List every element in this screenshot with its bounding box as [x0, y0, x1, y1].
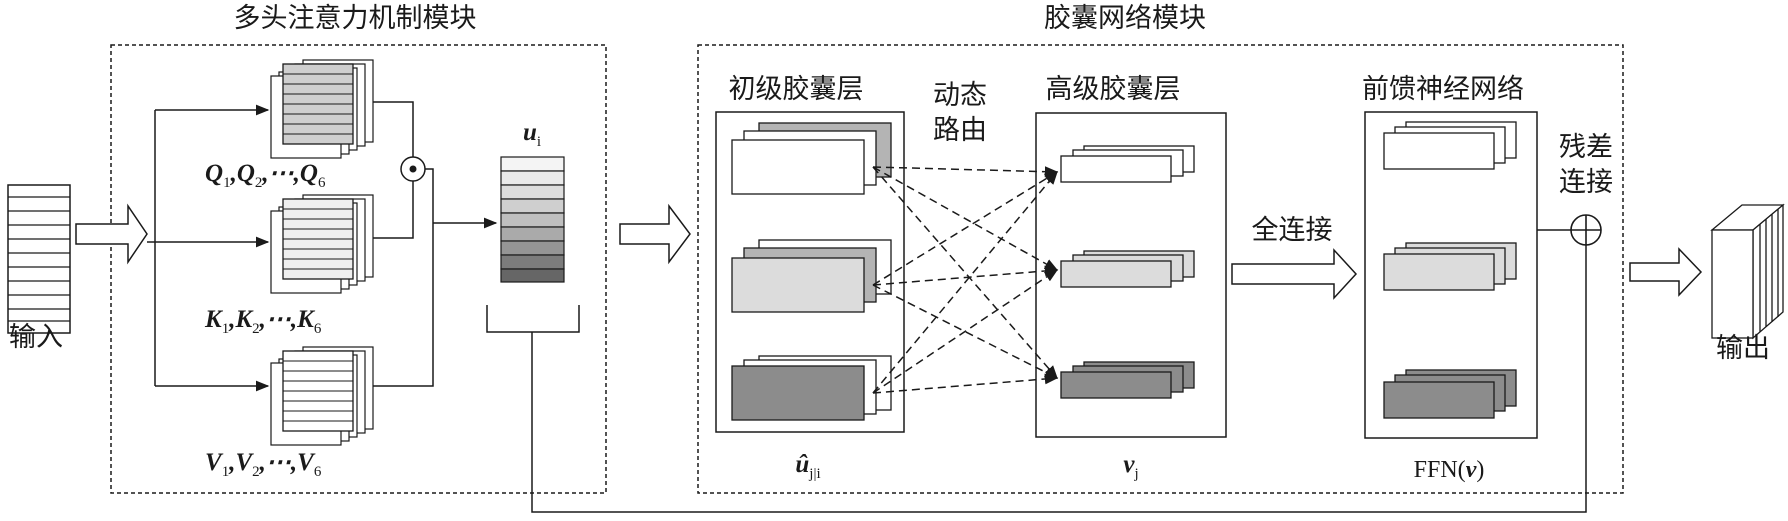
primary-capsule-title: 初级胶囊层 — [729, 74, 864, 105]
residual-bracket — [486, 305, 580, 333]
ffn-title: 前馈神经网络 — [1362, 74, 1524, 105]
odot-icon — [400, 156, 426, 182]
ffn-block-1 — [1383, 121, 1517, 170]
oplus-icon — [1570, 214, 1602, 246]
output-block-arrow-icon — [1629, 247, 1703, 297]
qkv-branch-lines — [147, 104, 270, 392]
residual-label-line1: 残差 — [1559, 132, 1613, 163]
dynamic-routing-label-line2: 路由 — [933, 115, 987, 146]
input-stack — [7, 184, 71, 334]
k-label: K1,K2,⋯,K6 — [204, 306, 322, 337]
attention-module-title: 多头注意力机制模块 — [234, 3, 477, 34]
residual-label-line2: 连接 — [1559, 167, 1613, 198]
v-j-label: vj — [1123, 451, 1138, 482]
input-label: 输入 — [9, 322, 63, 353]
module-block-arrow-icon — [619, 203, 691, 265]
output-stack — [1710, 203, 1785, 340]
output-label: 输出 — [1716, 333, 1770, 364]
attention-module-frame — [110, 44, 607, 494]
q-stack — [270, 59, 374, 159]
high-capsule-1 — [1060, 145, 1195, 183]
residual-connection-line — [531, 242, 1587, 513]
capsule-module-frame — [697, 44, 1624, 494]
input-block-arrow-icon — [75, 203, 148, 265]
high-capsule-title: 高级胶囊层 — [1046, 74, 1181, 105]
ffn-block-3 — [1383, 369, 1517, 419]
primary-capsule-1 — [731, 122, 892, 195]
full-connection-block-arrow-icon — [1231, 248, 1358, 300]
capsule-module-title: 胶囊网络模块 — [1044, 3, 1206, 34]
full-connection-label: 全连接 — [1252, 215, 1333, 246]
primary-capsule-3 — [731, 355, 892, 421]
q-label: Q1,Q2,⋯,Q6 — [205, 160, 326, 191]
attention-merge-lines — [373, 101, 498, 387]
ffn-block-2 — [1383, 242, 1517, 291]
u-hat-label: ûj|i — [795, 451, 820, 482]
v-stack — [270, 346, 374, 446]
dynamic-routing-arrows — [872, 166, 1059, 394]
ffn-output-label: FFN(v) — [1414, 457, 1485, 483]
u-i-vector — [500, 156, 565, 283]
high-capsule-3 — [1060, 361, 1195, 399]
high-capsule-2 — [1060, 250, 1195, 288]
dynamic-routing-label-line1: 动态 — [933, 80, 987, 111]
k-stack — [270, 194, 374, 294]
v-label: V1,V2,⋯,V6 — [205, 449, 322, 480]
primary-capsule-2 — [731, 239, 892, 313]
u-i-label: ui — [523, 119, 541, 150]
